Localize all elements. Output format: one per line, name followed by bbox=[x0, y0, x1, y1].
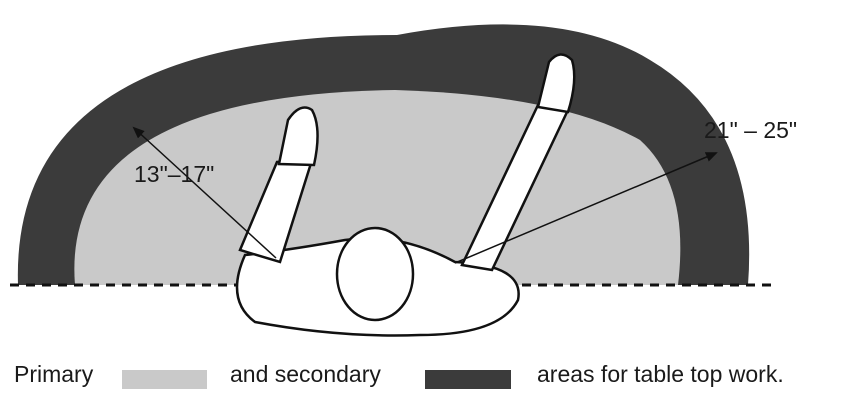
diagram-canvas: 13"–17" 21" – 25" bbox=[0, 0, 841, 360]
caption-areas-text: areas for table top work. bbox=[537, 360, 784, 388]
caption-secondary-text: and secondary bbox=[230, 360, 381, 388]
outer-reach-label: 21" – 25" bbox=[704, 117, 797, 143]
caption: Primary and secondary areas for table to… bbox=[0, 360, 841, 390]
secondary-area-swatch bbox=[425, 370, 511, 389]
primary-area-swatch bbox=[122, 370, 207, 389]
caption-primary-text: Primary bbox=[14, 360, 93, 388]
head bbox=[337, 228, 413, 320]
inner-reach-label: 13"–17" bbox=[134, 161, 214, 187]
